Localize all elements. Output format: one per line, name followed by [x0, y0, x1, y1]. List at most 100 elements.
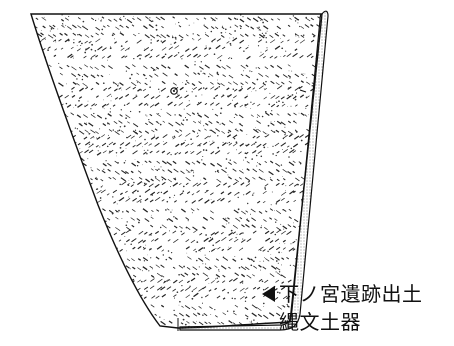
surface-speck: [61, 230, 63, 232]
cord-mark: [274, 142, 280, 147]
surface-speck: [73, 173, 75, 175]
cord-mark: [48, 193, 52, 196]
surface-speck: [246, 317, 249, 320]
surface-speck: [35, 44, 37, 46]
cord-mark: [112, 312, 119, 317]
cord-mark: [275, 199, 281, 203]
cord-mark: [84, 198, 90, 203]
cord-mark: [54, 48, 58, 51]
surface-speck: [124, 294, 126, 297]
cord-mark: [42, 96, 47, 100]
cord-mark: [299, 134, 304, 138]
cord-mark: [232, 277, 238, 282]
cord-mark: [215, 258, 219, 261]
surface-speck: [59, 184, 61, 186]
cord-mark: [257, 39, 263, 43]
cord-mark: [94, 103, 98, 106]
cord-mark: [121, 169, 127, 175]
surface-speck: [133, 181, 135, 184]
cord-mark: [192, 226, 198, 231]
cord-mark: [160, 304, 165, 308]
cord-mark: [280, 197, 285, 201]
cord-mark: [160, 34, 166, 39]
surface-speck: [33, 234, 35, 236]
surface-speck: [88, 222, 91, 224]
cord-mark: [208, 73, 214, 77]
cord-mark: [250, 26, 255, 30]
cord-mark: [59, 265, 63, 269]
cord-mark: [155, 264, 160, 268]
cord-mark: [131, 162, 137, 167]
cord-mark: [90, 265, 94, 269]
cord-mark: [208, 238, 214, 243]
cord-mark: [155, 177, 161, 182]
cord-mark: [149, 285, 155, 289]
cord-mark: [316, 189, 322, 193]
surface-speck: [63, 285, 66, 287]
surface-speck: [244, 152, 247, 155]
cord-mark: [166, 151, 171, 155]
cord-mark: [323, 184, 326, 186]
surface-speck: [123, 162, 126, 164]
cord-mark: [316, 24, 320, 27]
cord-mark: [84, 264, 88, 268]
cord-mark: [274, 32, 280, 37]
cord-mark: [220, 321, 225, 325]
surface-speck: [191, 290, 193, 293]
cord-mark: [282, 305, 286, 308]
cord-mark: [90, 197, 96, 202]
cord-mark: [323, 115, 327, 118]
surface-speck: [265, 80, 267, 83]
cord-mark: [54, 231, 58, 235]
cord-mark: [144, 34, 150, 39]
surface-speck: [183, 108, 185, 110]
surface-speck: [75, 262, 77, 264]
cord-mark: [173, 54, 178, 58]
surface-speck: [130, 73, 133, 76]
surface-speck: [146, 104, 149, 106]
cord-mark: [94, 256, 100, 262]
cord-mark: [52, 209, 58, 214]
cord-mark: [149, 104, 155, 108]
cord-mark: [287, 120, 291, 124]
surface-speck: [51, 139, 54, 142]
cord-mark: [60, 238, 65, 243]
surface-speck: [43, 16, 45, 18]
surface-speck: [220, 107, 223, 110]
surface-speck: [119, 147, 122, 149]
surface-speck: [133, 316, 135, 318]
surface-speck: [318, 266, 319, 268]
cord-mark: [216, 162, 223, 168]
surface-speck: [319, 117, 322, 119]
cord-mark: [185, 34, 189, 37]
cord-mark: [118, 306, 122, 309]
surface-speck: [36, 103, 38, 105]
cord-mark: [82, 192, 87, 196]
cord-mark: [294, 86, 301, 91]
cord-mark: [42, 25, 46, 29]
surface-speck: [235, 236, 237, 239]
cord-mark: [136, 54, 141, 58]
cord-mark: [40, 162, 45, 166]
cord-mark: [97, 46, 103, 51]
cord-mark: [162, 169, 165, 172]
surface-speck: [67, 204, 70, 207]
surface-speck: [142, 146, 143, 148]
surface-speck: [90, 48, 93, 51]
cord-mark: [210, 248, 216, 252]
cord-mark: [222, 312, 227, 316]
cord-mark: [282, 169, 288, 173]
cord-mark: [305, 104, 309, 108]
cord-mark: [179, 192, 184, 196]
surface-speck: [119, 25, 121, 27]
cord-mark: [41, 178, 45, 182]
cord-mark: [148, 326, 154, 328]
cord-mark: [234, 192, 239, 196]
surface-speck: [181, 58, 183, 60]
surface-speck: [288, 156, 290, 158]
surface-speck: [128, 179, 130, 181]
cord-mark: [53, 265, 58, 269]
cord-mark: [77, 142, 81, 146]
cord-mark: [217, 246, 221, 250]
cord-mark: [239, 142, 245, 147]
